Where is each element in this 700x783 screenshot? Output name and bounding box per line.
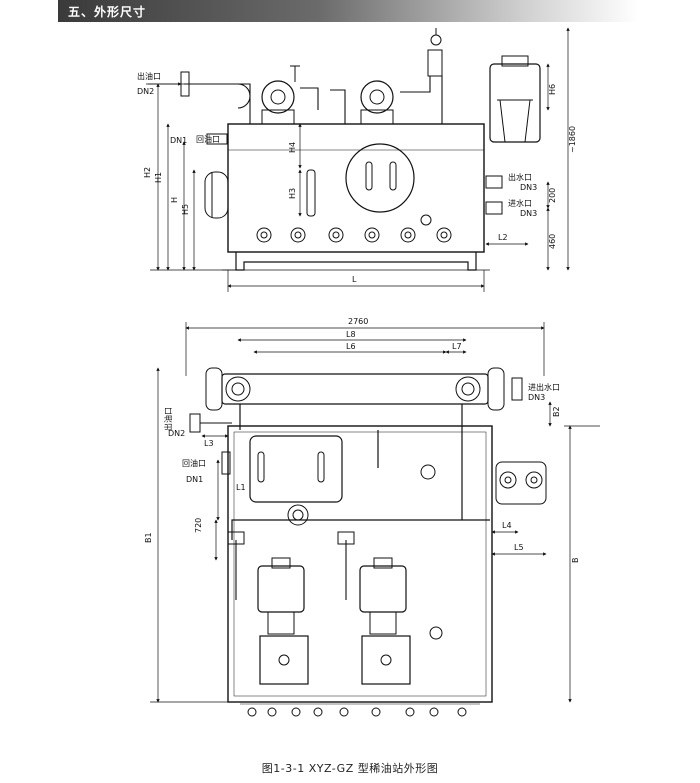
cooler-unit [489, 55, 541, 143]
section-title: 五、外形尺寸 [68, 5, 147, 19]
fv-dim-h1: H1 [154, 172, 163, 183]
tv-dim-l5: L5 [514, 543, 524, 552]
fv-water-out-dn: DN3 [520, 183, 537, 192]
level-gauge [306, 169, 316, 217]
tv-water-in-out-label: 进出水口 [528, 382, 560, 392]
tv-dim-l8: L8 [346, 330, 356, 339]
inspection-window-top [249, 435, 343, 503]
figure-caption: 图1-3-1 XYZ-GZ 型稀油站外形图 [261, 762, 439, 775]
tv-dim-b: B [571, 558, 580, 564]
fv-outlet-dn-label: DN2 [137, 87, 154, 96]
top-pipework [184, 75, 443, 124]
tv-return-port-label: 回油口 [182, 458, 206, 468]
pump-left [261, 80, 295, 125]
motor-pump-right [359, 557, 411, 685]
pump-right [360, 80, 394, 125]
tv-return-dn-label: DN1 [186, 475, 203, 484]
tv-water-dn: DN3 [528, 393, 545, 402]
fv-dim-460: 460 [548, 234, 557, 249]
tv-dim-l6: L6 [346, 342, 356, 351]
fv-dim-h4: H4 [288, 142, 297, 153]
tv-dim-b2: B2 [552, 406, 561, 417]
base-outline-top [227, 425, 493, 703]
duplex-filter [495, 461, 547, 505]
fv-dim-h: H [170, 197, 179, 203]
fv-dim-200: 200 [548, 188, 557, 203]
tv-outlet-dn-label: DN2 [168, 429, 185, 438]
drain-valve-row [256, 214, 452, 243]
fv-water-in-dn: DN3 [520, 209, 537, 218]
heater-flange [204, 171, 229, 219]
tv-dim-b1: B1 [144, 532, 153, 543]
fv-dim-h6: H6 [548, 84, 557, 95]
fv-water-out-label: 出水口 [508, 172, 532, 182]
tv-dim-l3: L3 [204, 439, 214, 448]
fv-outlet-port-label: 出油口 [137, 71, 161, 81]
fv-dim-h3: H3 [288, 188, 297, 199]
fv-dim-h2: H2 [143, 167, 152, 178]
fv-dim-h5: H5 [181, 204, 190, 215]
tv-dim-l7: L7 [452, 342, 462, 351]
fv-dim-l: L [352, 275, 357, 284]
tank-base-front [235, 252, 477, 271]
tv-dim-2760: 2760 [348, 317, 368, 326]
fv-dim-l2: L2 [498, 233, 508, 242]
fv-dim-1860: ~1860 [568, 126, 577, 153]
tv-dim-l4: L4 [502, 521, 512, 530]
top-view [150, 322, 600, 717]
fv-return-dn-label: DN1 [170, 136, 187, 145]
bottom-valve-row [240, 703, 480, 717]
motor-pump-left [257, 557, 309, 685]
fv-return-port-label: 回油口 [196, 134, 220, 144]
fv-water-in-label: 进水口 [508, 198, 532, 208]
tv-dim-720: 720 [194, 518, 203, 533]
top-piping [231, 404, 490, 540]
cooler-tube-top [205, 367, 523, 411]
section-header-bar: 五、外形尺寸 [58, 0, 638, 22]
tv-outlet-port-label: 出油口 [163, 407, 173, 431]
inspection-cover [345, 143, 415, 213]
front-view [146, 27, 570, 292]
tv-dim-l1: L1 [236, 483, 246, 492]
